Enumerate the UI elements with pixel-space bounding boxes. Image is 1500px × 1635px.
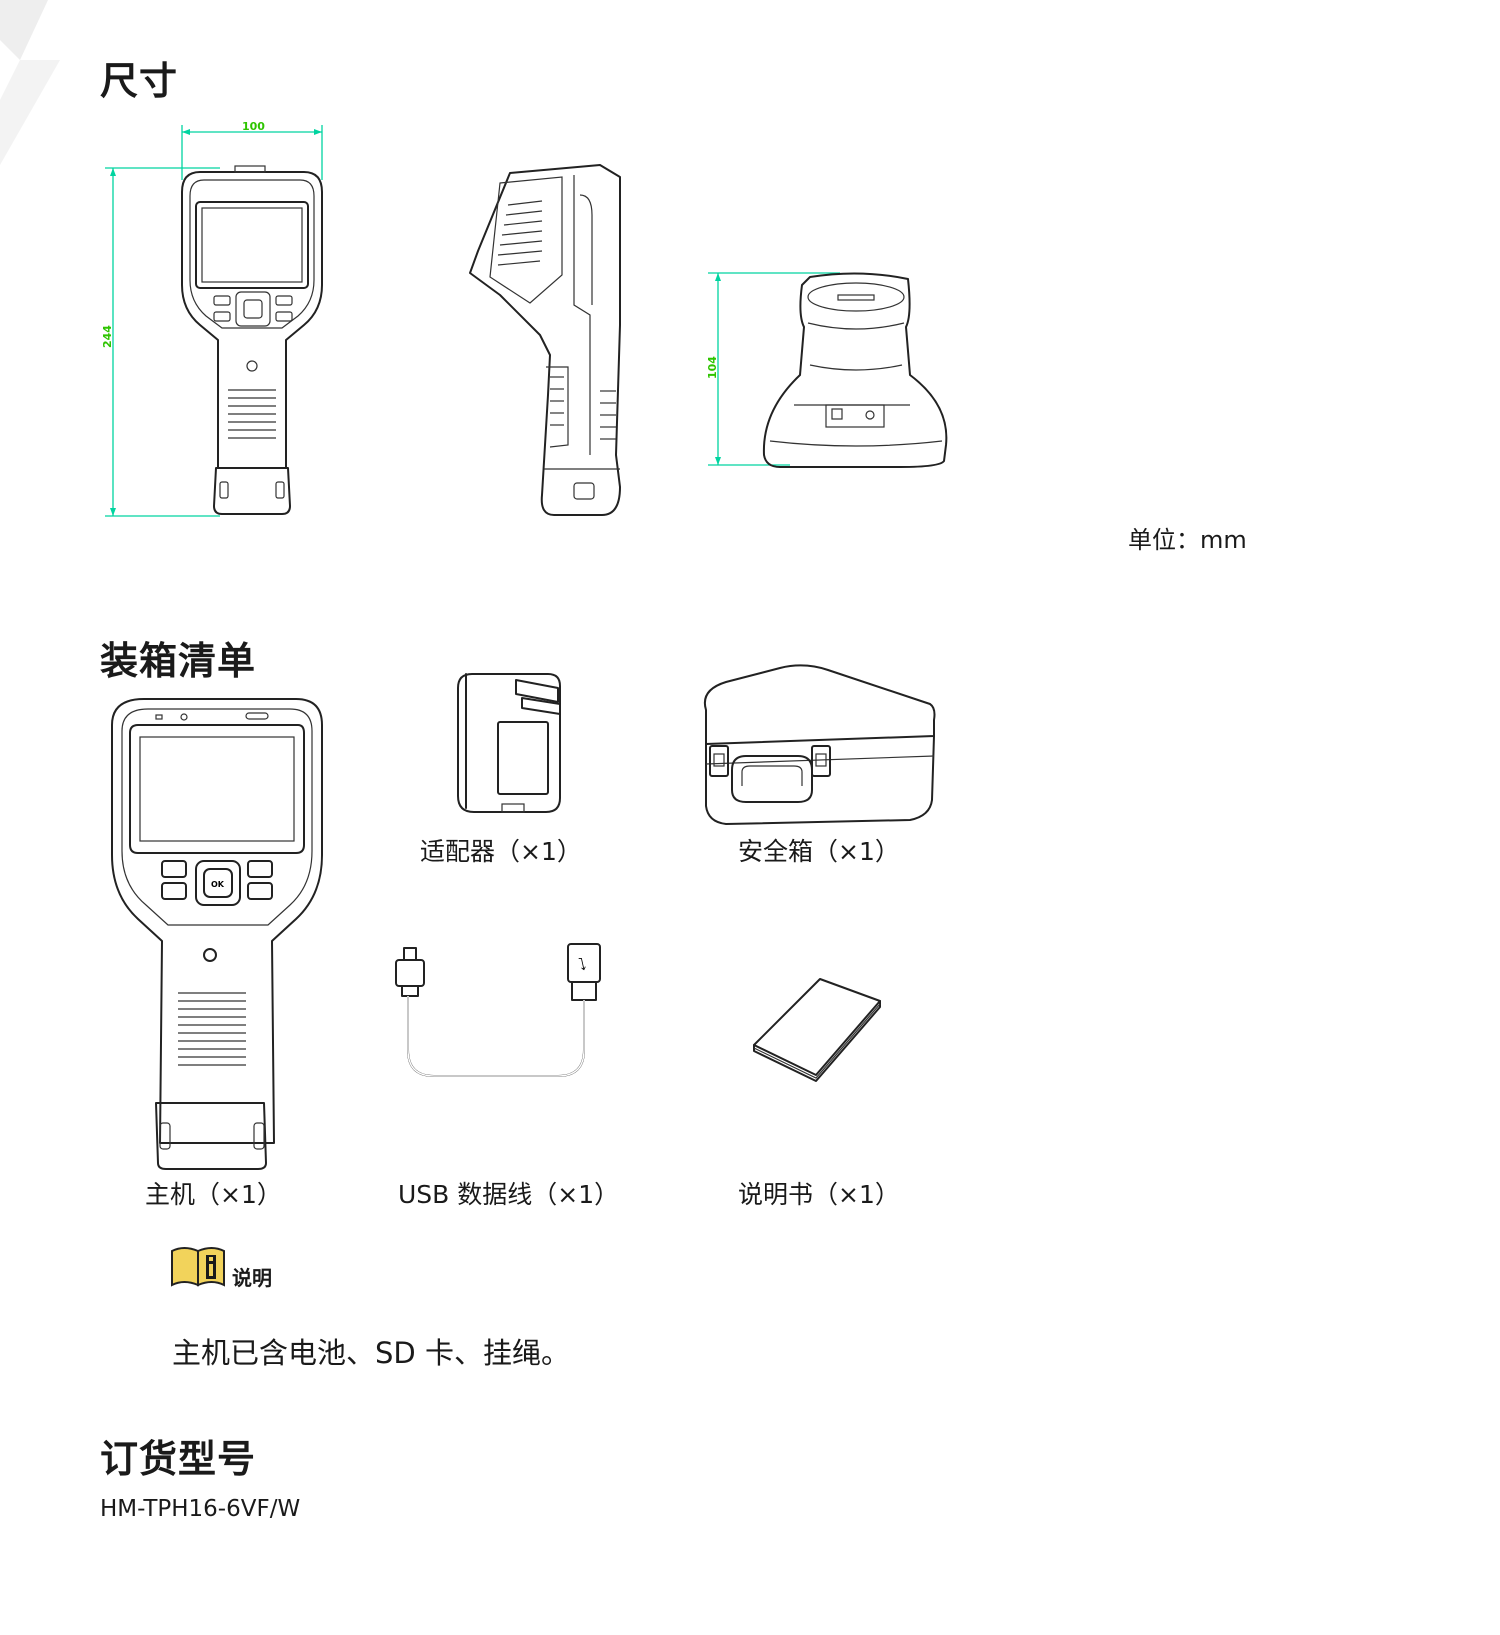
top-view-drawing: 104 [706, 272, 948, 468]
section-title-ordering: 订货型号 [100, 1437, 257, 1481]
caption-usb-cable: USB 数据线（×1） [398, 1180, 620, 1209]
note-text: 主机已含电池、SD 卡、挂绳。 [172, 1336, 570, 1370]
svg-text:⭝: ⭝ [578, 955, 586, 974]
front-view-drawing: 100 244 [101, 120, 323, 517]
corner-decoration [0, 0, 60, 165]
section-title-dimensions: 尺寸 [100, 59, 179, 103]
usb-cable-image: ⭝ [395, 943, 601, 1077]
caption-manual: 说明书（×1） [738, 1180, 900, 1209]
note-label: 说明 [232, 1266, 272, 1290]
caption-adapter: 适配器（×1） [420, 837, 582, 866]
info-book-icon [171, 1247, 225, 1287]
section-title-packing-list: 装箱清单 [100, 639, 257, 683]
unit-label: 单位：mm [1128, 526, 1247, 554]
host-device-image: OK [111, 698, 323, 1170]
safety-box-image [704, 664, 936, 825]
svg-text:OK: OK [211, 880, 225, 889]
manual-image [753, 978, 881, 1082]
side-view-drawing [469, 164, 621, 516]
caption-safety-box: 安全箱（×1） [738, 837, 900, 866]
height-dimension-label: 244 [101, 325, 114, 348]
depth-dimension-label: 104 [706, 356, 719, 379]
adapter-image [457, 673, 561, 813]
caption-host: 主机（×1） [145, 1180, 282, 1209]
width-dimension-label: 100 [242, 120, 265, 133]
order-model-number: HM-TPH16-6VF/W [100, 1496, 301, 1522]
